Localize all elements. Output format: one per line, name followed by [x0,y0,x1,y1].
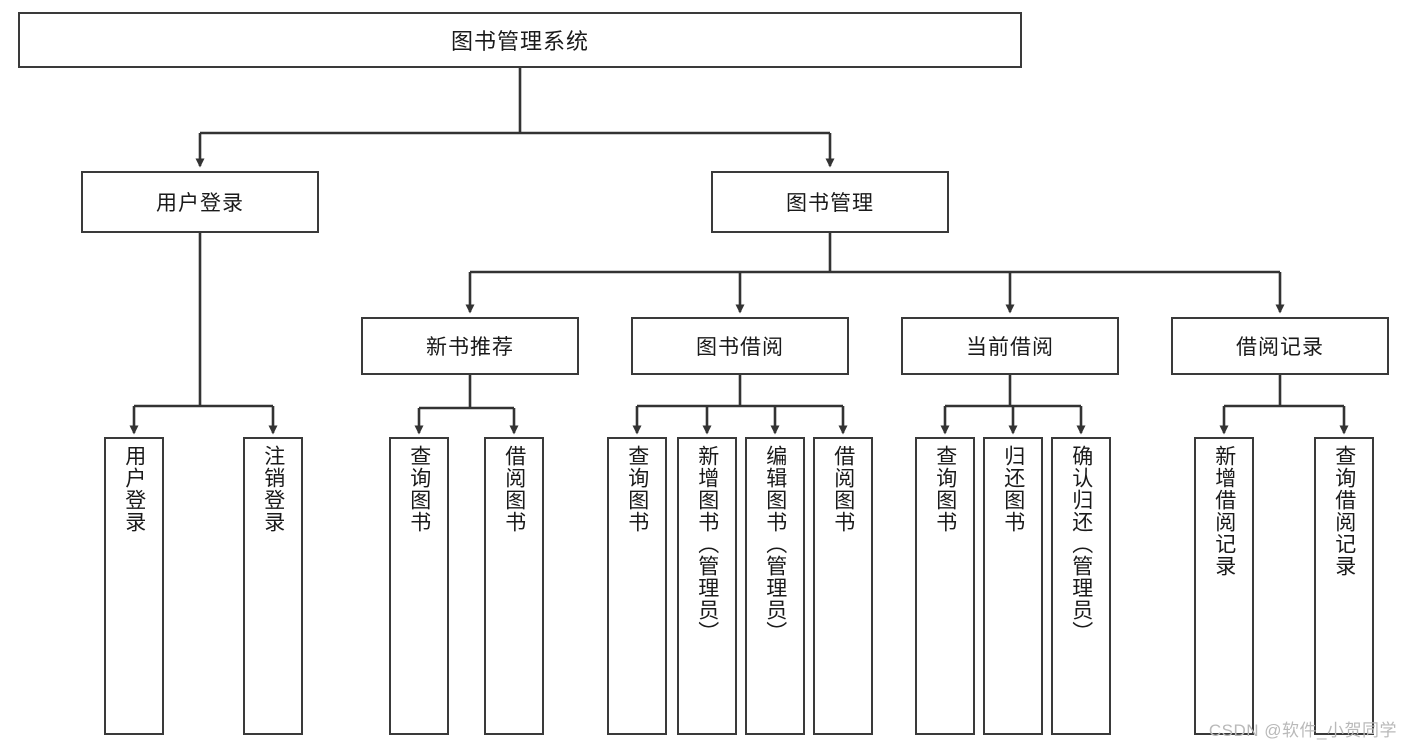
leaf-confirm-return-admin[interactable]: 确认归还（管理员） [1051,437,1111,735]
node-label: 借阅记录 [1236,336,1324,359]
node-root[interactable]: 图书管理系统 [18,12,1022,68]
node-label: 借阅图书 [502,445,526,533]
node-label: 查询借阅记录 [1332,445,1356,577]
node-label: 借阅图书 [831,445,855,533]
node-user-login[interactable]: 用户登录 [81,171,319,233]
leaf-add-borrow-record[interactable]: 新增借阅记录 [1194,437,1254,735]
leaf-borrow-book-recommend[interactable]: 借阅图书 [484,437,544,735]
leaf-borrow-book[interactable]: 借阅图书 [813,437,873,735]
leaf-edit-book-admin[interactable]: 编辑图书（管理员） [745,437,805,735]
leaf-user-login[interactable]: 用户登录 [104,437,164,735]
leaf-query-borrow-record[interactable]: 查询借阅记录 [1314,437,1374,735]
leaf-query-book-recommend[interactable]: 查询图书 [389,437,449,735]
node-label: 查询图书 [407,445,431,533]
node-label: 图书借阅 [696,336,784,359]
node-new-book-recommend[interactable]: 新书推荐 [361,317,579,375]
node-label: 用户登录 [156,192,244,215]
node-label: 归还图书 [1001,445,1025,533]
leaf-query-book-borrow[interactable]: 查询图书 [607,437,667,735]
node-label: 新书推荐 [426,336,514,359]
node-borrow-record[interactable]: 借阅记录 [1171,317,1389,375]
node-label: 用户登录 [122,445,146,533]
node-label: 查询图书 [625,445,649,533]
node-label: 图书管理系统 [450,29,589,54]
leaf-return-book[interactable]: 归还图书 [983,437,1043,735]
node-label: 当前借阅 [966,336,1054,359]
node-label: 新增借阅记录 [1212,445,1236,577]
node-book-manage[interactable]: 图书管理 [711,171,949,233]
node-current-borrow[interactable]: 当前借阅 [901,317,1119,375]
leaf-query-book-current[interactable]: 查询图书 [915,437,975,735]
node-label: 新增图书（管理员） [695,445,719,643]
node-book-borrow[interactable]: 图书借阅 [631,317,849,375]
leaf-logout[interactable]: 注销登录 [243,437,303,735]
leaf-add-book-admin[interactable]: 新增图书（管理员） [677,437,737,735]
node-label: 注销登录 [261,445,285,533]
node-label: 确认归还（管理员） [1069,445,1093,643]
node-label: 查询图书 [933,445,957,533]
csdn-watermark: CSDN @软件_小贺同学 [1208,721,1397,740]
node-label: 编辑图书（管理员） [763,445,787,643]
node-label: 图书管理 [786,192,874,215]
